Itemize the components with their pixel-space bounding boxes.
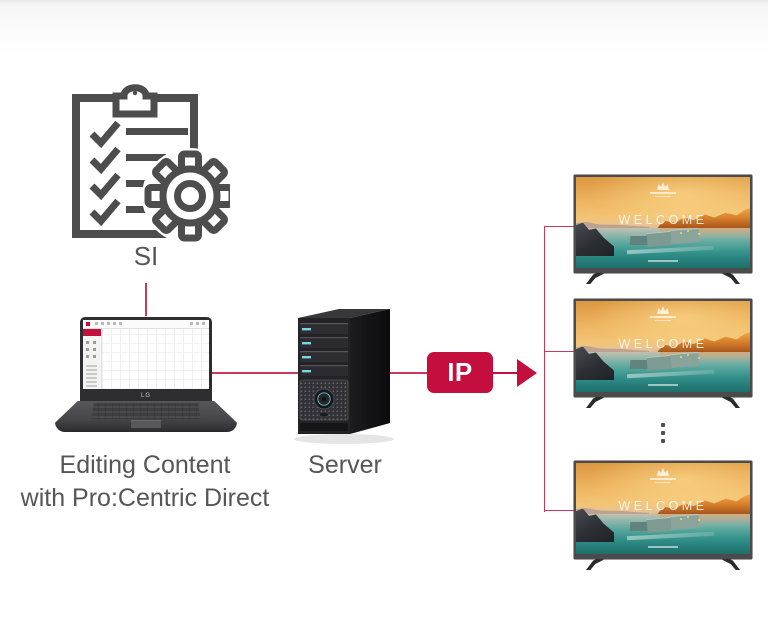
top-gradient-band: [0, 0, 768, 55]
tv-stand-right: [722, 397, 740, 408]
editor-toolbar-accent-icon: [86, 322, 90, 326]
laptop-keyboard: [91, 403, 201, 420]
server-tower: [294, 309, 394, 444]
tv-branch-line-1: [544, 225, 576, 228]
tv-welcome-text: WELCOME: [618, 213, 708, 228]
tv-tagline-bar: [648, 545, 678, 548]
ip-badge: IP: [427, 352, 493, 393]
light-dot: [680, 231, 683, 234]
server-side-face: [350, 309, 390, 434]
clipboard-checklist-gear-icon: [72, 84, 230, 242]
laptop-screen: LG: [80, 317, 212, 401]
server-drive-bays: [300, 323, 348, 376]
tv-stand-left: [586, 273, 604, 284]
editing-laptop: LG: [55, 313, 237, 432]
connector-ip-to-tvs: [492, 372, 518, 375]
tv-trunk-line: [543, 225, 546, 512]
tv-welcome-screen: WELCOME: [576, 177, 750, 268]
more-tvs-ellipsis: [661, 423, 665, 447]
server-power-button: [313, 388, 335, 410]
tv-stand-left: [586, 397, 604, 408]
crown-icon: [657, 305, 669, 314]
server-bottom-bay: [300, 423, 348, 431]
tv-branch-line-3: [544, 509, 576, 512]
light-dot: [697, 232, 700, 235]
editor-sidebar-header: [83, 329, 101, 336]
tv-display-3: WELCOME: [574, 461, 752, 571]
tv-stand-right: [722, 273, 740, 284]
tv-branch-line-2: [544, 350, 576, 353]
headland-layer: [576, 221, 650, 228]
laptop-brand-logo: LG: [140, 393, 151, 399]
editor-caption: Editing Content with Pro:Centric Direct: [3, 449, 287, 515]
laptop-trackpad: [131, 419, 161, 429]
si-label: SI: [133, 241, 159, 271]
tv-stand-right: [722, 559, 740, 570]
tv-welcome-screen: WELCOME: [576, 301, 750, 392]
server-caption: Server: [308, 451, 382, 479]
tv-panel: WELCOME: [574, 461, 752, 559]
editor-body: [83, 329, 209, 389]
server-shadow: [294, 434, 394, 444]
editor-toolbar: [83, 320, 209, 329]
tv-tagline-bar: [648, 259, 678, 262]
hotel-crown-logo: [576, 467, 750, 483]
tv-welcome-text: WELCOME: [618, 499, 708, 514]
crown-icon: [657, 181, 669, 190]
light-dot: [687, 229, 690, 232]
gear-icon: [142, 148, 230, 242]
connector-si-to-laptop: [145, 283, 147, 316]
editor-canvas-grid: [102, 329, 209, 389]
tv-welcome-text: WELCOME: [618, 337, 708, 352]
editor-sidebar: [83, 329, 102, 389]
tv-stand-left: [586, 559, 604, 570]
tv-tagline-bar: [648, 383, 678, 386]
editor-caption-line2: with Pro:Centric Direct: [20, 484, 270, 512]
laptop-base: [55, 401, 237, 432]
tv-display-1: WELCOME: [574, 175, 752, 285]
editor-caption-line1: Editing Content: [59, 451, 231, 479]
tv-welcome-screen: WELCOME: [576, 463, 750, 554]
server-top-face: [298, 309, 390, 318]
tv-panel: WELCOME: [574, 175, 752, 273]
tv-panel: WELCOME: [574, 299, 752, 397]
hotel-crown-logo: [576, 305, 750, 321]
tv-display-2: WELCOME: [574, 299, 752, 409]
hotel-crown-logo: [576, 181, 750, 197]
arrow-right-icon: [517, 359, 537, 387]
crown-icon: [657, 467, 669, 476]
sea-reflection-layer: [659, 227, 750, 239]
procentric-editor-app: [83, 320, 209, 389]
server-port: [319, 411, 329, 418]
